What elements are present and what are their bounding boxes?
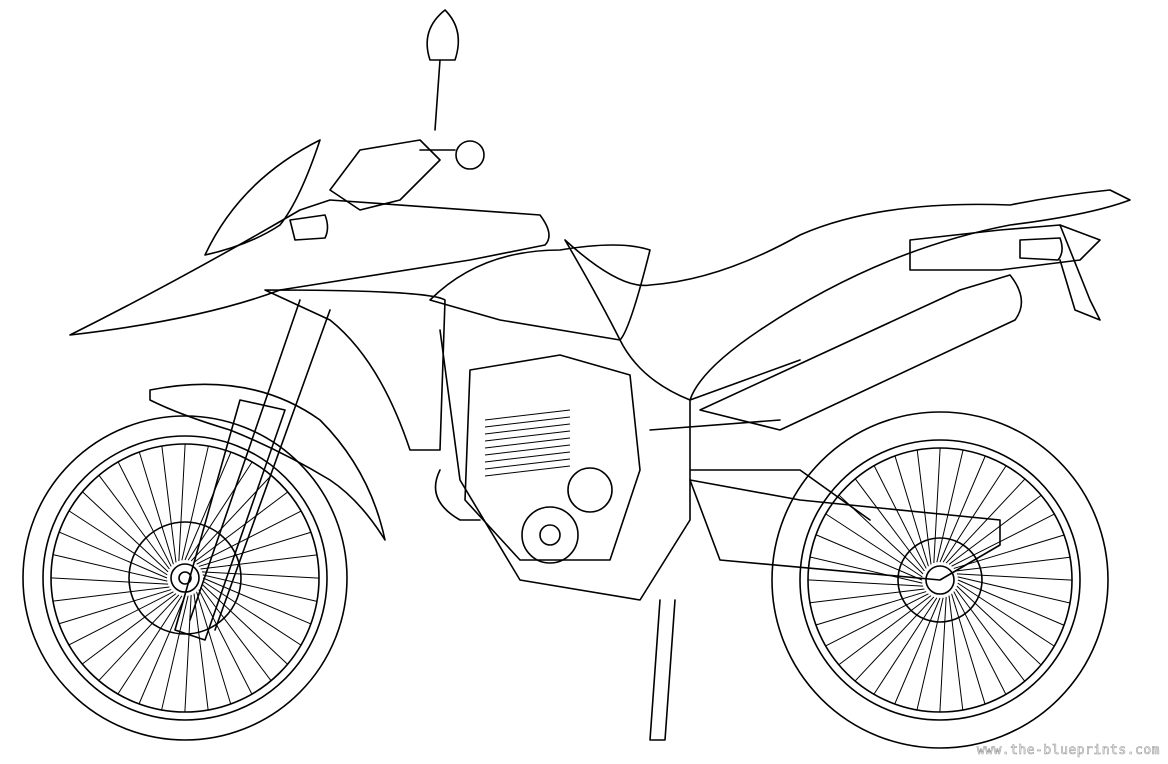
spoke	[178, 443, 186, 562]
spoke	[873, 465, 927, 569]
spoke	[193, 491, 289, 563]
watermark: www.the-blueprints.com	[976, 743, 1160, 759]
spoke	[201, 571, 320, 579]
front-wheel	[22, 415, 348, 741]
spoke	[955, 556, 1071, 572]
spoke	[825, 513, 923, 578]
exhaust-muffler	[699, 274, 1023, 431]
spoke	[815, 534, 923, 581]
spoke	[198, 589, 253, 695]
spoke	[52, 554, 168, 582]
spoke	[807, 579, 924, 587]
spoke	[98, 474, 170, 570]
tail-section	[909, 224, 1101, 271]
spoke	[98, 594, 180, 681]
spoke	[200, 554, 318, 570]
windscreen	[204, 139, 321, 256]
spoke	[184, 451, 232, 561]
spoke	[809, 588, 925, 604]
spoke	[193, 593, 209, 711]
spoke	[955, 588, 1026, 682]
cylinder-fin	[484, 416, 571, 428]
spoke	[58, 531, 168, 579]
spoke	[181, 445, 209, 561]
rear-sprocket	[897, 537, 983, 623]
spoke	[957, 576, 1071, 604]
spoke	[815, 591, 927, 626]
spoke	[809, 556, 923, 584]
spoke	[957, 582, 1055, 647]
swingarm	[689, 479, 1001, 581]
cylinder-fin	[484, 430, 571, 442]
cylinder-fin	[484, 458, 571, 470]
spoke	[933, 447, 941, 564]
spoke	[138, 595, 186, 705]
spoke	[936, 449, 964, 563]
spoke	[939, 455, 986, 563]
fuel-tank	[429, 244, 651, 341]
frame	[439, 329, 871, 601]
spoke	[953, 534, 1065, 569]
mirror	[426, 9, 460, 61]
side-stand	[649, 599, 676, 741]
rear-fender	[1059, 224, 1101, 321]
cylinder-fin	[484, 451, 571, 463]
spoke	[202, 580, 302, 646]
engine	[434, 354, 641, 564]
spoke	[854, 478, 925, 572]
seat	[564, 189, 1131, 401]
spoke	[945, 478, 1026, 564]
spoke	[953, 591, 1007, 695]
cylinder-fin	[484, 423, 571, 435]
spoke	[138, 451, 174, 565]
spoke	[201, 583, 288, 665]
spoke	[948, 494, 1042, 565]
spoke	[948, 595, 964, 711]
spoke	[117, 595, 183, 695]
cylinder-fin	[484, 465, 571, 477]
cylinder-fin	[484, 409, 571, 421]
spoke	[956, 585, 1042, 666]
front-fairing	[69, 199, 550, 336]
front-fender	[149, 383, 386, 541]
spoke	[956, 573, 1073, 581]
spoke	[951, 513, 1055, 567]
spoke	[202, 577, 312, 625]
spoke	[916, 597, 944, 711]
cylinder-fin	[484, 444, 571, 456]
spoke	[52, 586, 170, 602]
cylinder-fin	[484, 437, 571, 449]
handlebar	[329, 9, 485, 211]
spoke	[161, 445, 177, 563]
spoke	[951, 593, 986, 705]
spoke	[916, 449, 932, 565]
rear-turn-signal	[1019, 237, 1063, 261]
spoke	[68, 510, 168, 576]
spoke	[202, 574, 318, 602]
spoke	[68, 591, 174, 646]
front-turn-signal	[289, 214, 329, 241]
spoke	[82, 491, 169, 573]
spoke	[58, 589, 172, 625]
spoke	[939, 596, 947, 713]
spoke	[838, 595, 932, 666]
spoke	[198, 531, 312, 567]
spoke	[873, 597, 938, 695]
spoke	[894, 597, 941, 705]
spoke	[942, 465, 1007, 563]
front-brake-disc	[128, 521, 242, 635]
spoke	[854, 596, 935, 682]
spoke	[50, 577, 169, 585]
spoke	[200, 586, 272, 682]
spoke	[161, 595, 189, 711]
spoke	[81, 593, 177, 665]
spoke	[184, 594, 192, 713]
front-fork	[174, 299, 331, 641]
spoke	[117, 461, 172, 567]
side-panel	[264, 289, 446, 451]
spoke	[825, 593, 929, 647]
spoke	[957, 579, 1065, 626]
spoke	[196, 591, 232, 705]
